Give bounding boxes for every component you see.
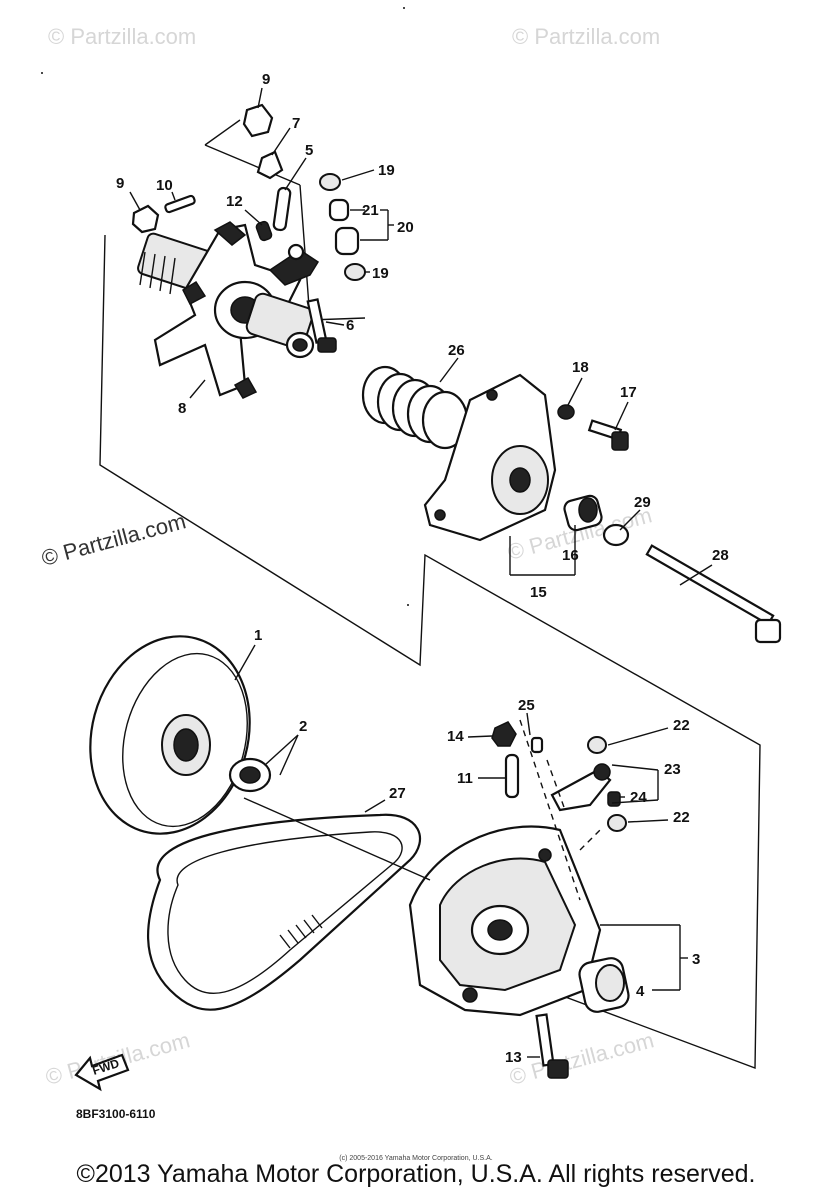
callout-14: 14 <box>447 728 464 745</box>
diagram-code: 8BF3100-6110 <box>76 1107 156 1121</box>
callout-1: 1 <box>254 627 262 644</box>
callout-29: 29 <box>634 494 651 511</box>
callout-11: 11 <box>457 770 473 787</box>
callout-23: 23 <box>664 761 681 778</box>
assembly-outline <box>99 234 761 1070</box>
part-14-nut <box>491 721 517 747</box>
callout-19: 19 <box>372 265 389 282</box>
part-11-pin <box>504 753 520 799</box>
callout-10: 10 <box>156 177 173 194</box>
part-16-bushing <box>563 494 603 532</box>
callout-9: 9 <box>116 175 124 192</box>
leader-lines <box>129 87 713 1058</box>
callout-5: 5 <box>305 142 313 159</box>
part-20-roller <box>334 226 360 256</box>
fine-print: (c) 2005-2016 Yamaha Motor Corporation, … <box>339 1155 492 1162</box>
part-23-arm-assembly <box>550 763 612 812</box>
callout-15: 15 <box>530 584 547 601</box>
callout-7: 7 <box>292 115 300 132</box>
part-10-pin <box>164 194 196 214</box>
part-4-bushing <box>578 957 630 1013</box>
part-3-fixed-sheave-assembly <box>408 825 602 1017</box>
part-15-cover <box>423 373 557 542</box>
callout-9: 9 <box>262 71 270 88</box>
part-13-bolt <box>535 1013 569 1079</box>
part-26-spring <box>361 365 469 450</box>
callout-27: 27 <box>389 785 406 802</box>
forward-arrow-icon: FWD <box>74 1053 130 1092</box>
part-19-collar <box>319 173 341 191</box>
spider-hub-assembly <box>137 221 320 399</box>
part-28-long-bolt <box>645 544 782 644</box>
callout-16: 16 <box>562 547 579 564</box>
part-9-weight <box>131 204 160 234</box>
callout-3: 3 <box>692 951 700 968</box>
part-17-bolt <box>587 419 629 451</box>
part-19-collar <box>344 263 366 281</box>
shaft-guide-lines <box>519 719 601 901</box>
callout-28: 28 <box>712 547 729 564</box>
callout-13: 13 <box>505 1049 522 1066</box>
callout-21: 21 <box>362 202 379 219</box>
part-21-roller <box>328 198 350 222</box>
part-12-pin <box>255 220 273 242</box>
part-22-collar <box>607 814 627 832</box>
callout-8: 8 <box>178 400 186 417</box>
watermark: © Partzilla.com <box>512 24 660 49</box>
callout-22: 22 <box>673 717 690 734</box>
callout-4: 4 <box>636 983 645 1000</box>
part-22-collar <box>587 736 607 754</box>
callout-25: 25 <box>518 697 535 714</box>
copyright-notice: ©2013 Yamaha Motor Corporation, U.S.A. A… <box>76 1160 756 1188</box>
callout-24: 24 <box>630 789 647 806</box>
callout-26: 26 <box>448 342 465 359</box>
callout-19: 19 <box>378 162 395 179</box>
part-27-drive-belt <box>147 813 421 1011</box>
part-29-washer <box>602 523 630 547</box>
callout-18: 18 <box>572 359 589 376</box>
part-24-pin <box>607 791 621 807</box>
callout-2: 2 <box>299 718 307 735</box>
part-5-pin <box>272 186 292 232</box>
callout-12: 12 <box>226 193 243 210</box>
watermark: © Partzilla.com <box>48 24 196 49</box>
part-9-weight <box>242 103 274 138</box>
part-7-weight <box>256 150 284 180</box>
part-6-bolt <box>306 298 337 353</box>
part-25-spacer <box>530 736 544 754</box>
callout-20: 20 <box>397 219 414 236</box>
part-1-sliding-sheave <box>89 635 251 835</box>
watermark: © Partzilla.com <box>39 508 189 571</box>
callout-17: 17 <box>620 384 637 401</box>
watermark: © Partzilla.com <box>507 1027 657 1090</box>
part-18-nut <box>557 404 575 420</box>
callout-6: 6 <box>346 317 354 334</box>
callout-22: 22 <box>673 809 690 826</box>
part-2-bushing <box>228 757 272 793</box>
